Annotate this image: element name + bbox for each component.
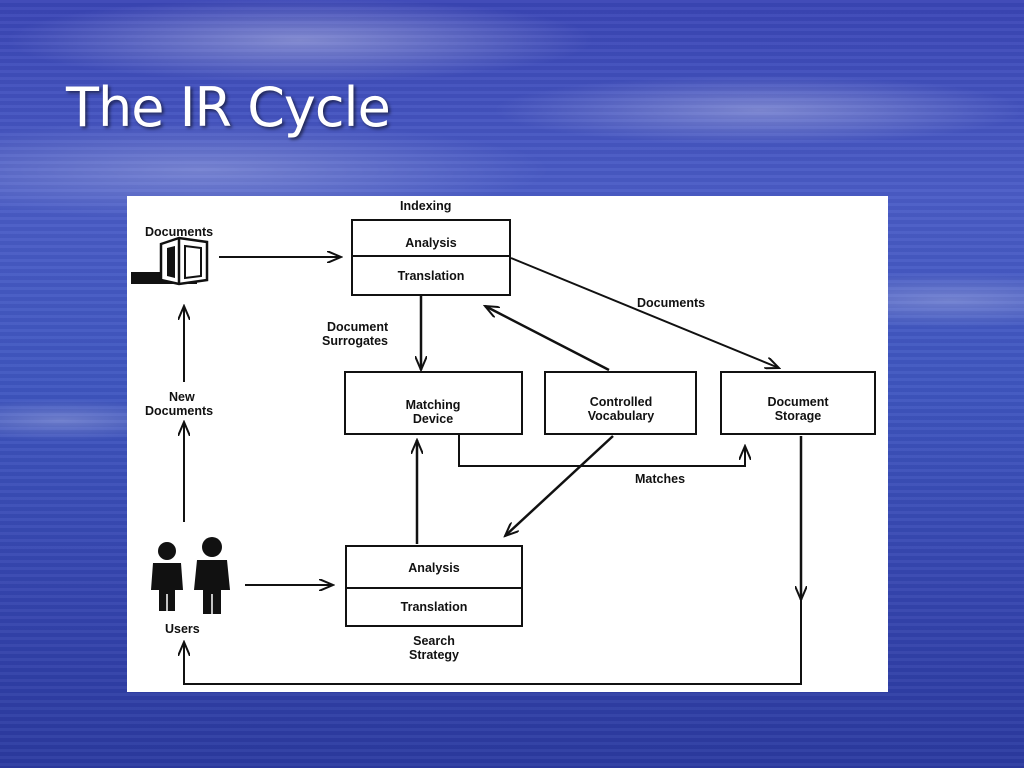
users-label: Users bbox=[165, 622, 200, 636]
storage-label-line2: Storage bbox=[775, 409, 822, 423]
vocab-to-search-arrow bbox=[505, 435, 614, 536]
storage-label-line1: Document bbox=[767, 395, 829, 409]
matching-label-line1: Matching bbox=[406, 398, 461, 412]
search-translation-label: Translation bbox=[401, 600, 468, 614]
indexing-box: Analysis Translation bbox=[351, 219, 511, 296]
document-storage-box: Document Storage bbox=[720, 371, 876, 435]
indexing-translation-label: Translation bbox=[398, 269, 465, 283]
diagram-svg: Documents Indexing Analysis Translation … bbox=[131, 199, 876, 685]
search-strategy-label-line1: Search bbox=[413, 634, 455, 648]
vocab-label-line2: Vocabulary bbox=[588, 409, 655, 423]
ir-cycle-diagram: Documents Indexing Analysis Translation … bbox=[127, 196, 888, 692]
search-analysis-label: Analysis bbox=[408, 561, 459, 575]
vocab-to-indexing-arrow bbox=[485, 306, 610, 372]
matching-label-line2: Device bbox=[413, 412, 453, 426]
search-strategy-label-line2: Strategy bbox=[409, 648, 459, 662]
indexing-to-storage-arrow bbox=[510, 257, 779, 368]
matches-connector bbox=[458, 434, 746, 467]
slide-title: The IR Cycle bbox=[66, 76, 391, 139]
matching-device-box: Matching Device bbox=[344, 371, 523, 435]
controlled-vocabulary-box: Controlled Vocabulary bbox=[544, 371, 697, 435]
search-strategy-box: Analysis Translation bbox=[345, 545, 523, 627]
users-icon bbox=[151, 537, 230, 614]
matches-label: Matches bbox=[635, 472, 685, 486]
new-documents-label-line2: Documents bbox=[145, 404, 213, 418]
indexing-label: Indexing bbox=[400, 199, 451, 213]
vocab-label-line1: Controlled bbox=[590, 395, 653, 409]
surrogates-label-line2: Surrogates bbox=[322, 334, 388, 348]
documents-icon bbox=[131, 236, 209, 286]
documents-label: Documents bbox=[145, 225, 213, 239]
documents-edge-label: Documents bbox=[637, 296, 705, 310]
indexing-analysis-label: Analysis bbox=[405, 236, 456, 250]
surrogates-label-line1: Document bbox=[327, 320, 389, 334]
new-documents-label-line1: New bbox=[169, 390, 195, 404]
